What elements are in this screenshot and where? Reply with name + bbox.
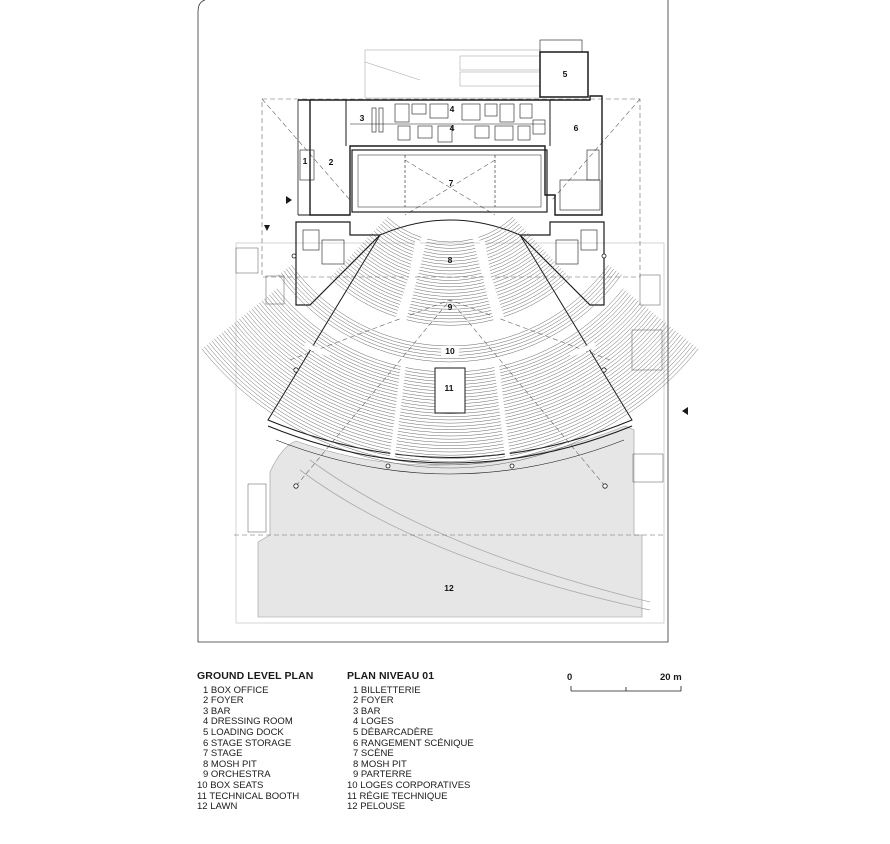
room-label-9: 9 <box>448 302 453 312</box>
scale-bar-end-label: 20 m <box>660 672 682 683</box>
room-label-5: 5 <box>563 69 568 79</box>
legend-english: GROUND LEVEL PLAN 1 BOX OFFICE 2 FOYER 3… <box>197 671 313 813</box>
legend-french-item: 11 RÉGIE TECHNIQUE <box>347 790 448 802</box>
legend-french-title: PLAN NIVEAU 01 <box>347 670 435 682</box>
legend-english-item: 1 BOX OFFICE <box>203 684 269 696</box>
legend-french-item: 2 FOYER <box>353 695 394 707</box>
room-label-1: 1 <box>303 156 308 166</box>
outer-site-line <box>235 242 665 624</box>
entrance-arrow-west <box>286 196 292 204</box>
legend-english-item: 2 FOYER <box>203 695 244 707</box>
legend-french-item: 1 BILLETTERIE <box>353 684 421 696</box>
scale-bar-start-label: 0 <box>567 672 573 683</box>
legend-english-item: 4 DRESSING ROOM <box>203 716 293 728</box>
room-label-12: 12 <box>444 583 454 593</box>
room-label-7: 7 <box>449 178 454 188</box>
entrance-arrow-north <box>264 225 270 231</box>
legend-english-item: 10 BOX SEATS <box>197 779 264 791</box>
legend-french-item: 10 LOGES CORPORATIVES <box>347 779 471 791</box>
lawn-area <box>257 425 643 618</box>
legend-english-item: 6 STAGE STORAGE <box>203 737 292 749</box>
site-boundary <box>197 0 669 643</box>
loading-dock-trucks <box>364 49 541 99</box>
room-label-bg <box>440 383 458 393</box>
legend-english-item: 12 LAWN <box>197 801 238 813</box>
back-of-house <box>297 39 603 216</box>
room-label-4a: 4 <box>450 104 455 114</box>
legend-english-item: 7 STAGE <box>203 748 243 760</box>
legend-french-item: 12 PELOUSE <box>347 801 406 813</box>
legend-english-item: 3 BAR <box>203 705 231 717</box>
room-label-3: 3 <box>360 113 365 123</box>
room-label-2: 2 <box>329 157 334 167</box>
legend-french: PLAN NIVEAU 01 1 BILLETTERIE 2 FOYER 3 B… <box>347 671 474 813</box>
side-wings <box>295 221 605 306</box>
room-label-8: 8 <box>448 255 453 265</box>
columns <box>291 253 608 489</box>
legend-english-item: 11 TECHNICAL BOOTH <box>197 790 300 802</box>
entrance-arrow-east <box>682 407 688 415</box>
room-label-10: 10 <box>445 346 455 356</box>
legend-french-item: 4 LOGES <box>353 716 394 728</box>
legend-english-item: 8 MOSH PIT <box>203 758 257 770</box>
lawn-path <box>299 469 651 611</box>
legend-english-item: 9 ORCHESTRA <box>203 769 271 781</box>
room-label-11: 11 <box>445 383 454 393</box>
legend-french-item: 7 SCÈNE <box>353 748 394 760</box>
legend-english-item: 5 LOADING DOCK <box>203 726 284 738</box>
room-label-6: 6 <box>574 123 579 133</box>
room-label-4b: 4 <box>450 123 455 133</box>
legend-french-item: 5 DÉBARCADÈRE <box>353 726 434 738</box>
legend-french-item: 6 RANGEMENT SCÉNIQUE <box>353 737 474 749</box>
scale-bar <box>570 686 682 692</box>
legend-french-item: 8 MOSH PIT <box>353 758 407 770</box>
legend-french-item: 3 BAR <box>353 705 381 717</box>
legend-english-title: GROUND LEVEL PLAN <box>197 670 314 682</box>
lawn-path-2 <box>309 459 651 603</box>
room-label-bg <box>441 346 459 356</box>
legend-french-item: 9 PARTERRE <box>353 769 412 781</box>
